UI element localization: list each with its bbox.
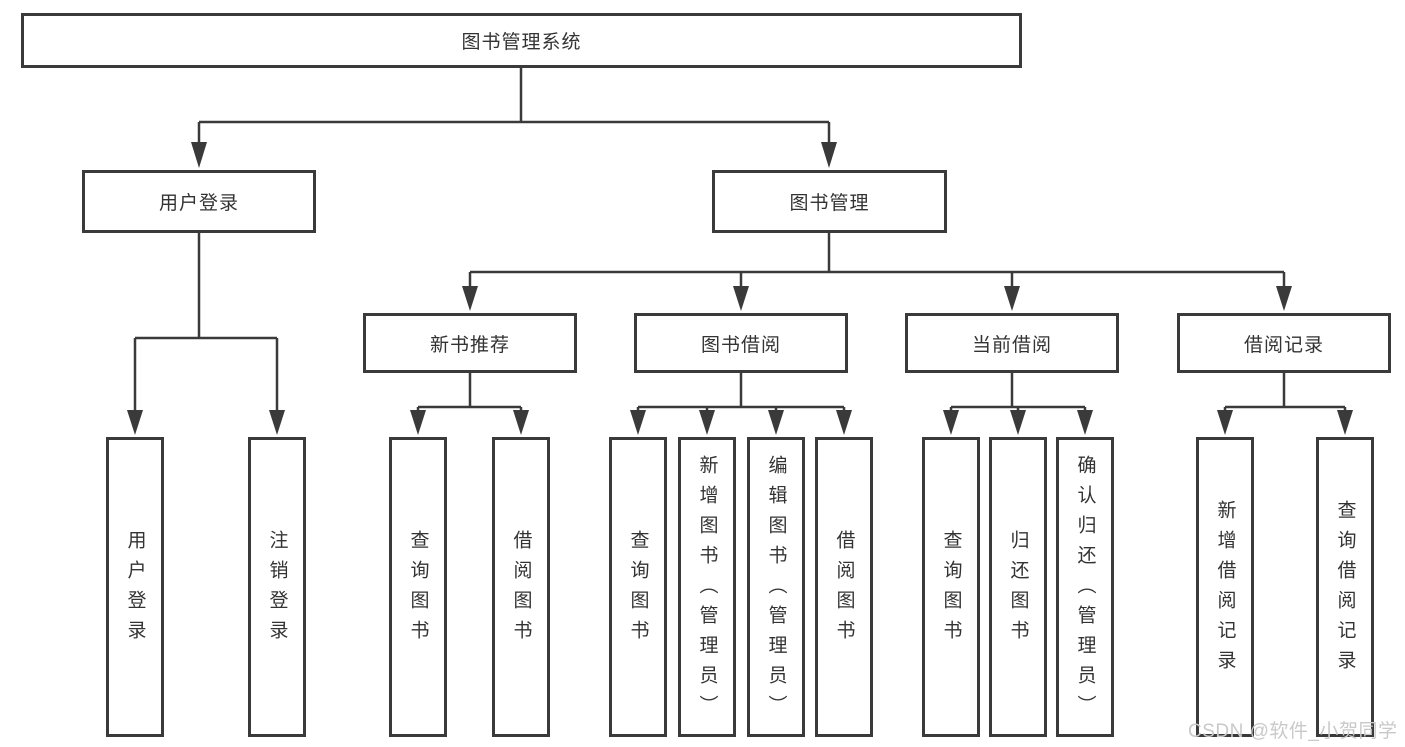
leaf-logout: 注销登录	[248, 437, 306, 737]
connector-root-to-level2	[191, 68, 837, 168]
node-user-login: 用户登录	[82, 170, 316, 233]
connector-book-borrow-to-leaves	[630, 373, 852, 435]
leaf-add-books-admin: 新增图书（管理员）	[678, 437, 736, 737]
leaf-edit-books-admin: 编辑图书（管理员）	[747, 437, 805, 737]
leaf-user-login: 用户登录	[106, 437, 164, 737]
node-book-management: 图书管理	[712, 170, 947, 233]
leaf-return-books: 归还图书	[989, 437, 1047, 737]
leaf-add-borrow-record: 新增借阅记录	[1196, 437, 1254, 737]
csdn-watermark: CSDN @软件_小贺同学	[1188, 721, 1398, 742]
leaf-query-borrow-record: 查询借阅记录	[1316, 437, 1374, 737]
leaf-borrow-books-recommend: 借阅图书	[492, 437, 550, 737]
node-borrow-records: 借阅记录	[1177, 313, 1391, 373]
node-root-library-system: 图书管理系统	[21, 13, 1022, 68]
leaf-query-books-current: 查询图书	[922, 437, 980, 737]
node-book-borrow: 图书借阅	[634, 313, 848, 373]
node-current-borrow: 当前借阅	[905, 313, 1119, 373]
leaf-query-books-borrow: 查询图书	[609, 437, 667, 737]
connector-book-management-to-groups	[462, 233, 1292, 311]
connector-new-book-to-leaves	[410, 373, 529, 435]
connector-user-login-to-leaves	[127, 233, 285, 435]
node-new-book-recommend: 新书推荐	[363, 313, 577, 373]
connector-current-borrow-to-leaves	[943, 373, 1093, 435]
leaf-confirm-return-admin: 确认归还（管理员）	[1056, 437, 1114, 737]
connector-borrow-records-to-leaves	[1217, 373, 1353, 435]
leaf-query-books-recommend: 查询图书	[389, 437, 447, 737]
leaf-borrow-books: 借阅图书	[815, 437, 873, 737]
